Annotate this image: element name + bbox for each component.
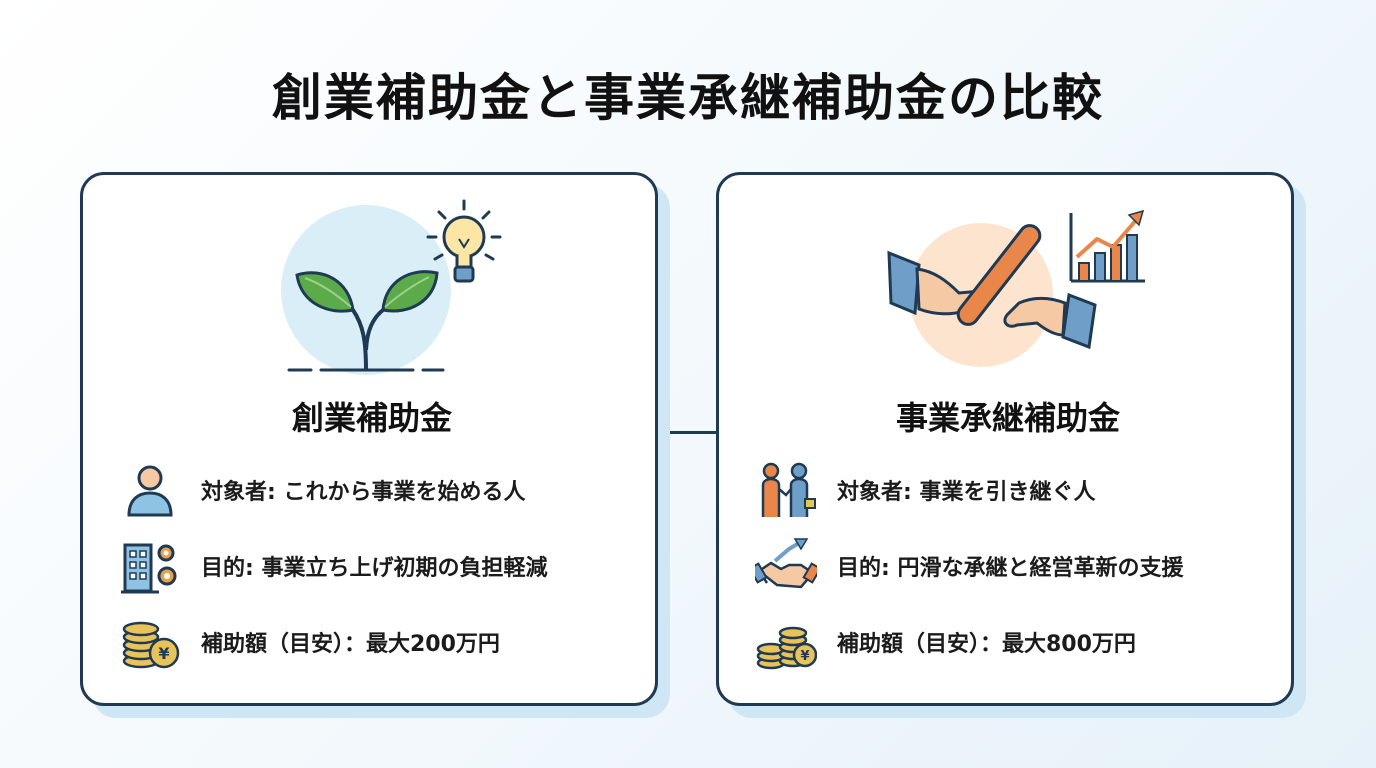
card-title-succession: 事業承継補助金	[895, 399, 1120, 437]
info-row-target: 対象者: これから事業を始める人	[119, 457, 649, 523]
svg-text:¥: ¥	[800, 649, 809, 664]
info-row-purpose: 目的: 事業立ち上げ初期の負担軽減	[119, 533, 649, 599]
purpose-text: 目的: 事業立ち上げ初期の負担軽減	[201, 556, 548, 581]
target-text: 対象者: 事業を引き継ぐ人	[837, 480, 1096, 505]
card-succession-subsidy: 事業承継補助金 対象者: 事業を引き継ぐ人 目的:	[716, 172, 1294, 706]
info-row-purpose: 目的: 円滑な承継と経営革新の支援	[755, 533, 1285, 599]
lightbulb-icon	[426, 199, 502, 283]
info-row-amount: ¥ 補助額（目安）：最大800万円	[755, 609, 1285, 675]
sprout-lightbulb-illustration	[281, 199, 502, 375]
amount-text: 補助額（目安）：最大800万円	[837, 632, 1136, 657]
card-title-startup: 創業補助金	[291, 399, 452, 437]
target-text: 対象者: これから事業を始める人	[201, 480, 526, 505]
info-row-target: 対象者: 事業を引き継ぐ人	[755, 457, 1285, 523]
growth-chart-icon	[1069, 209, 1145, 283]
two-people-handshake-icon	[755, 459, 817, 521]
connector-line	[658, 431, 716, 434]
page-title: 創業補助金と事業承継補助金の比較	[272, 69, 1104, 127]
baton-handover-growth-illustration	[887, 209, 1145, 367]
yen-coins-icon: ¥	[119, 611, 181, 673]
card-startup-subsidy: 創業補助金 対象者: これから事業を始める人	[80, 172, 658, 706]
yen-coins-icon: ¥	[755, 611, 817, 673]
purpose-text: 目的: 円滑な承継と経営革新の支援	[837, 556, 1184, 581]
amount-text: 補助額（目安）：最大200万円	[201, 632, 500, 657]
svg-text:¥: ¥	[158, 644, 169, 663]
info-row-amount: ¥ 補助額（目安）：最大200万円	[119, 609, 649, 675]
building-gears-icon	[119, 535, 181, 597]
person-icon	[119, 459, 181, 521]
handshake-arrow-icon	[755, 535, 817, 597]
